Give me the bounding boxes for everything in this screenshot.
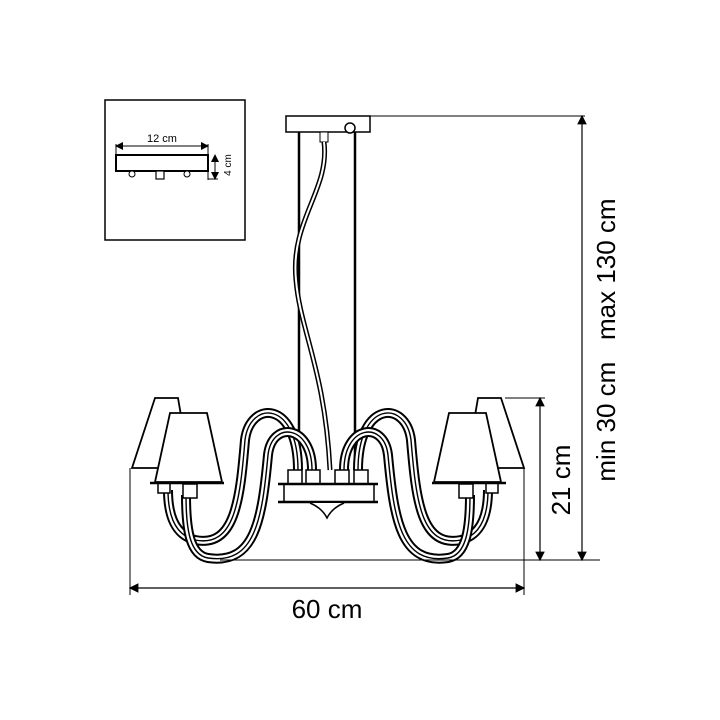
suspension-label: min 30 cm max 130 cm <box>591 198 621 481</box>
lamp-shades-left <box>130 397 224 499</box>
inset-height-label: 4 cm <box>223 154 234 176</box>
width-label: 60 cm <box>292 594 363 624</box>
canopy <box>285 115 371 133</box>
central-hub <box>278 469 378 520</box>
lamp-shades-right <box>432 397 526 499</box>
canopy-and-rods <box>285 115 585 471</box>
arms-left <box>163 408 317 564</box>
inset-canopy <box>115 154 209 172</box>
inset-width-label: 12 cm <box>147 133 177 145</box>
arms-right <box>339 408 493 564</box>
canopy-inset: 12 cm 4 cm <box>104 99 246 241</box>
body-height-label: 21 cm <box>546 445 576 516</box>
dimension-lines <box>128 114 600 595</box>
